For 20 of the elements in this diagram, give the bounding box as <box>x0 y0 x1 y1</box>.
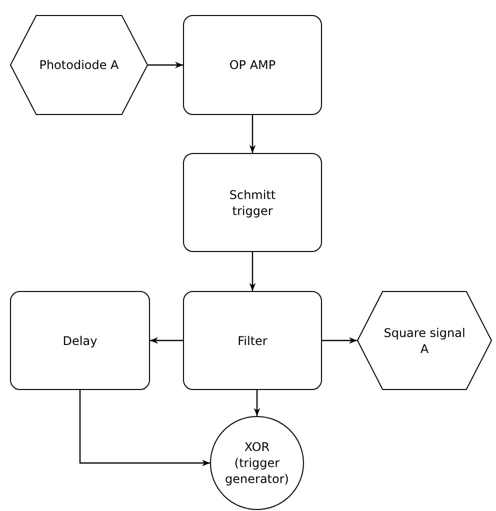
node-label: Delay <box>62 332 98 348</box>
arrow <box>150 337 183 344</box>
node-label: Schmitt trigger <box>228 186 277 218</box>
node-label: Square signal A <box>382 324 466 356</box>
hexagon-node <box>357 291 492 390</box>
hexagon-node <box>10 15 148 115</box>
process-box <box>10 291 150 390</box>
node-label: XOR (trigger generator) <box>224 439 290 487</box>
arrow <box>254 390 260 416</box>
arrow <box>148 62 183 68</box>
arrow <box>79 390 210 466</box>
arrow <box>322 337 357 344</box>
process-box <box>183 153 322 252</box>
process-box <box>183 291 322 390</box>
arrow <box>249 115 256 153</box>
process-box <box>183 15 322 115</box>
node-label: Photodiode A <box>38 57 120 73</box>
node-label: Filter <box>236 332 268 348</box>
node-label: OP AMP <box>228 57 277 73</box>
arrow <box>249 252 256 291</box>
